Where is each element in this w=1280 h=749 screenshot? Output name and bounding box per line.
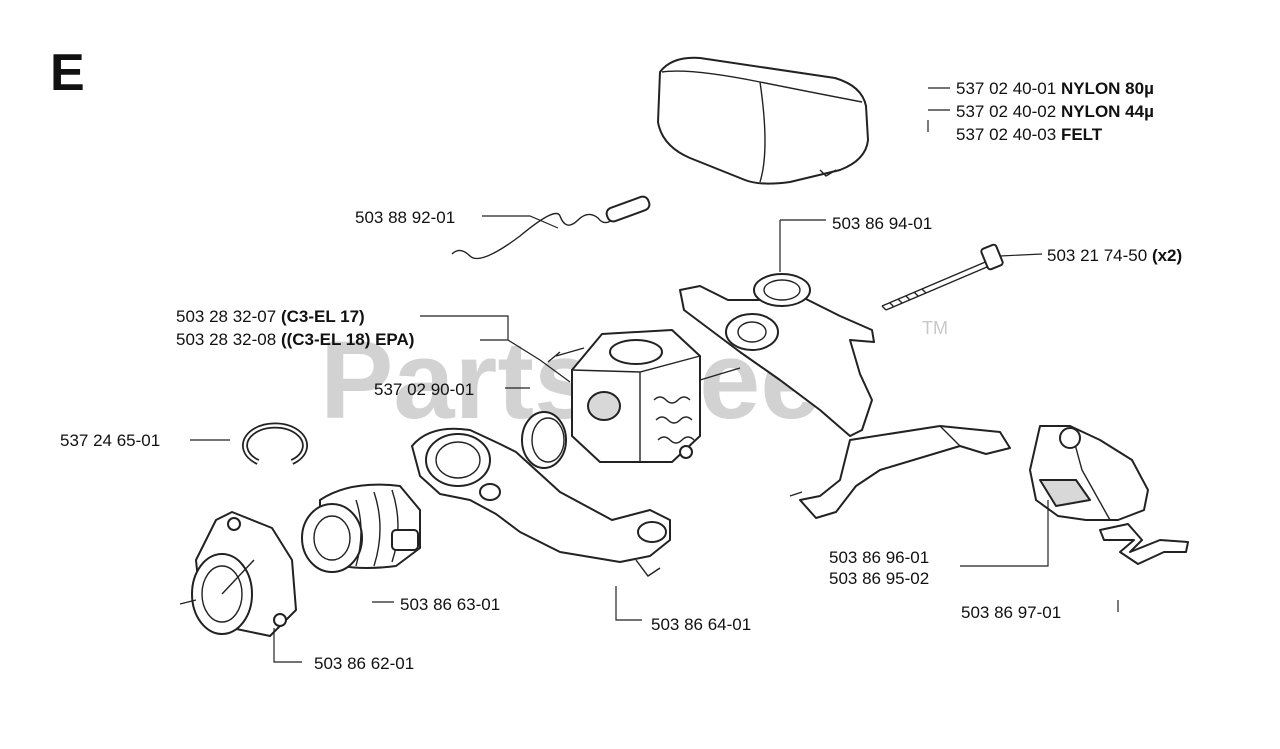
part-number: 537 02 40-03 <box>956 125 1056 144</box>
intake-boot-drawing <box>301 483 421 573</box>
callout-filter3: 537 02 40-03 FELT <box>956 125 1103 144</box>
callout-flange: 503 86 62-01 <box>314 654 414 673</box>
part-desc: (C3-EL 17) <box>281 307 365 326</box>
part-number: 537 02 40-02 <box>956 102 1056 121</box>
callout-filter2: 537 02 40-02 NYLON 44µ <box>956 102 1154 121</box>
callout-wire: 503 88 92-01 <box>355 208 455 227</box>
callout-bolt: 503 21 74-50 (x2) <box>1047 246 1182 265</box>
part-number: 537 02 90-01 <box>374 380 474 399</box>
part-number: 503 86 97-01 <box>961 603 1061 622</box>
part-number: 503 86 95-02 <box>829 569 929 588</box>
svg-text:503 21 74-50 (x2): 503 21 74-50 (x2) <box>1047 246 1182 265</box>
air-filter-drawing <box>657 56 869 185</box>
svg-text:503 28 32-08 ((C3-EL 18) EPA): 503 28 32-08 ((C3-EL 18) EPA) <box>176 330 414 349</box>
callout-bracket: 503 86 94-01 <box>832 214 932 233</box>
svg-text:537 02 40-03 FELT: 537 02 40-03 FELT <box>956 125 1103 144</box>
cover-drawing <box>1029 425 1149 521</box>
part-number: 503 86 62-01 <box>314 654 414 673</box>
part-number: 503 28 32-07 <box>176 307 276 326</box>
leader-lines <box>179 87 1119 663</box>
callout-intake: 503 86 63-01 <box>400 595 500 614</box>
intake-plate-drawing <box>411 427 671 577</box>
bolt-drawing <box>881 243 1004 311</box>
callout-lever2: 503 86 95-02 <box>829 569 929 588</box>
watermark-tm: TM <box>922 318 948 338</box>
part-number: 503 86 94-01 <box>832 214 932 233</box>
callout-carb1: 503 28 32-07 (C3-EL 17) <box>176 307 365 326</box>
part-number: 503 86 64-01 <box>651 615 751 634</box>
callout-cover: 503 86 97-01 <box>961 603 1061 622</box>
svg-text:503 28 32-07 (C3-EL 17): 503 28 32-07 (C3-EL 17) <box>176 307 365 326</box>
part-number: 503 86 96-01 <box>829 548 929 567</box>
part-number: 503 86 63-01 <box>400 595 500 614</box>
part-number: 503 28 32-08 <box>176 330 276 349</box>
carburetor-drawing <box>547 329 701 463</box>
callout-filter1: 537 02 40-01 NYLON 80µ <box>956 79 1154 98</box>
part-desc: (x2) <box>1152 246 1182 265</box>
part-number: 537 24 65-01 <box>60 431 160 450</box>
gasket-drawing <box>521 411 567 469</box>
part-number: 503 21 74-50 <box>1047 246 1147 265</box>
spring-clip-drawing <box>1099 523 1189 565</box>
part-desc: ((C3-EL 18) EPA) <box>281 330 415 349</box>
lever-drawing <box>789 425 1011 519</box>
part-number: 503 88 92-01 <box>355 208 455 227</box>
svg-text:537 02 40-02 NYLON 44µ: 537 02 40-02 NYLON 44µ <box>956 102 1154 121</box>
section-letter: E <box>50 44 85 102</box>
callout-gasket: 537 02 90-01 <box>374 380 474 399</box>
svg-text:537 02 40-01 NYLON 80µ: 537 02 40-01 NYLON 80µ <box>956 79 1154 98</box>
callout-carb2: 503 28 32-08 ((C3-EL 18) EPA) <box>176 330 414 349</box>
clip-drawing <box>242 422 308 465</box>
part-desc: NYLON 80µ <box>1061 79 1154 98</box>
choke-rod-drawing <box>451 195 651 260</box>
part-desc: NYLON 44µ <box>1061 102 1154 121</box>
part-number: 537 02 40-01 <box>956 79 1056 98</box>
part-desc: FELT <box>1061 125 1103 144</box>
callout-lever1: 503 86 96-01 <box>829 548 929 567</box>
callout-plate: 503 86 64-01 <box>651 615 751 634</box>
callout-clip: 537 24 65-01 <box>60 431 160 450</box>
flange-drawing <box>191 511 297 637</box>
bracket-drawing <box>679 273 875 437</box>
